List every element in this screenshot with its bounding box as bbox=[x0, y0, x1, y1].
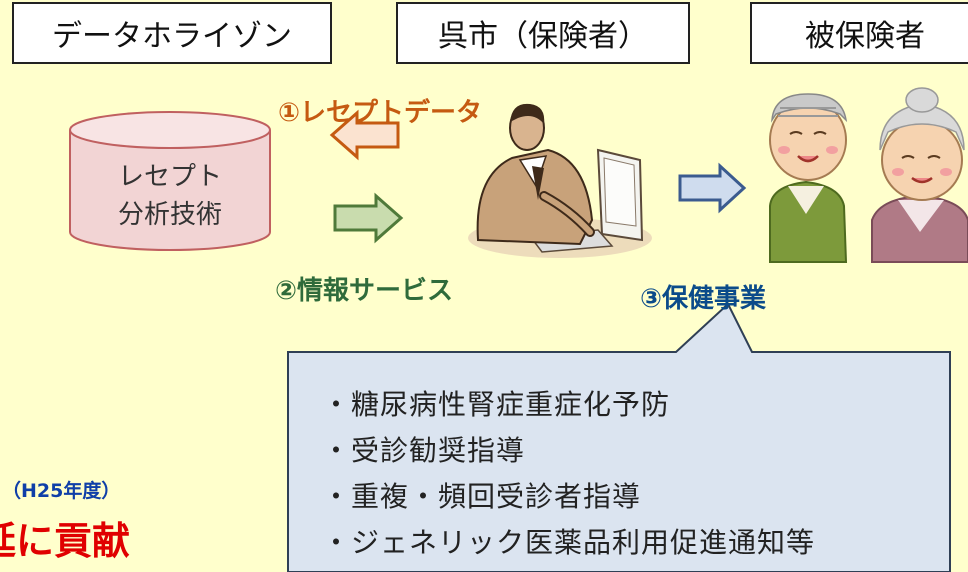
list-item: ・糖尿病性腎症重症化予防 bbox=[322, 388, 671, 421]
receipt-data-arrow-icon bbox=[329, 109, 400, 161]
header-data-horizon: データホライゾン bbox=[12, 2, 332, 64]
health-program-label: ③保健事業 bbox=[640, 284, 767, 314]
list-item: ・受診勧奨指導 bbox=[322, 434, 526, 467]
info-service-arrow-icon bbox=[333, 192, 404, 244]
list-item: ・重複・頻回受診者指導 bbox=[322, 480, 642, 513]
list-item: ・ジェネリック医薬品利用促進通知等 bbox=[322, 526, 816, 559]
fiscal-year-note: （H25年度） bbox=[2, 480, 121, 502]
health-program-arrow-icon bbox=[678, 162, 747, 214]
info-service-label: ②情報サービス bbox=[275, 276, 454, 306]
operator-computer-icon bbox=[468, 103, 652, 258]
header-kure-city: 呉市（保険者） bbox=[396, 2, 690, 64]
database-cylinder-icon bbox=[69, 111, 271, 251]
elderly-couple-icon bbox=[769, 87, 968, 263]
database-label-line2: 分析技術 bbox=[117, 200, 222, 230]
contribution-note: 延に貢献 bbox=[0, 519, 131, 563]
receipt-data-label: ①レセプトデータ bbox=[278, 98, 483, 128]
callout-box bbox=[287, 302, 951, 572]
health-program-list: ・糖尿病性腎症重症化予防 ・受診勧奨指導 ・重複・頻回受診者指導 ・ジェネリック… bbox=[322, 382, 942, 566]
database-label-line1: レセプト bbox=[117, 162, 222, 192]
database-label: レセプト 分析技術 bbox=[70, 158, 270, 234]
header-insured: 被保険者 bbox=[750, 2, 968, 64]
